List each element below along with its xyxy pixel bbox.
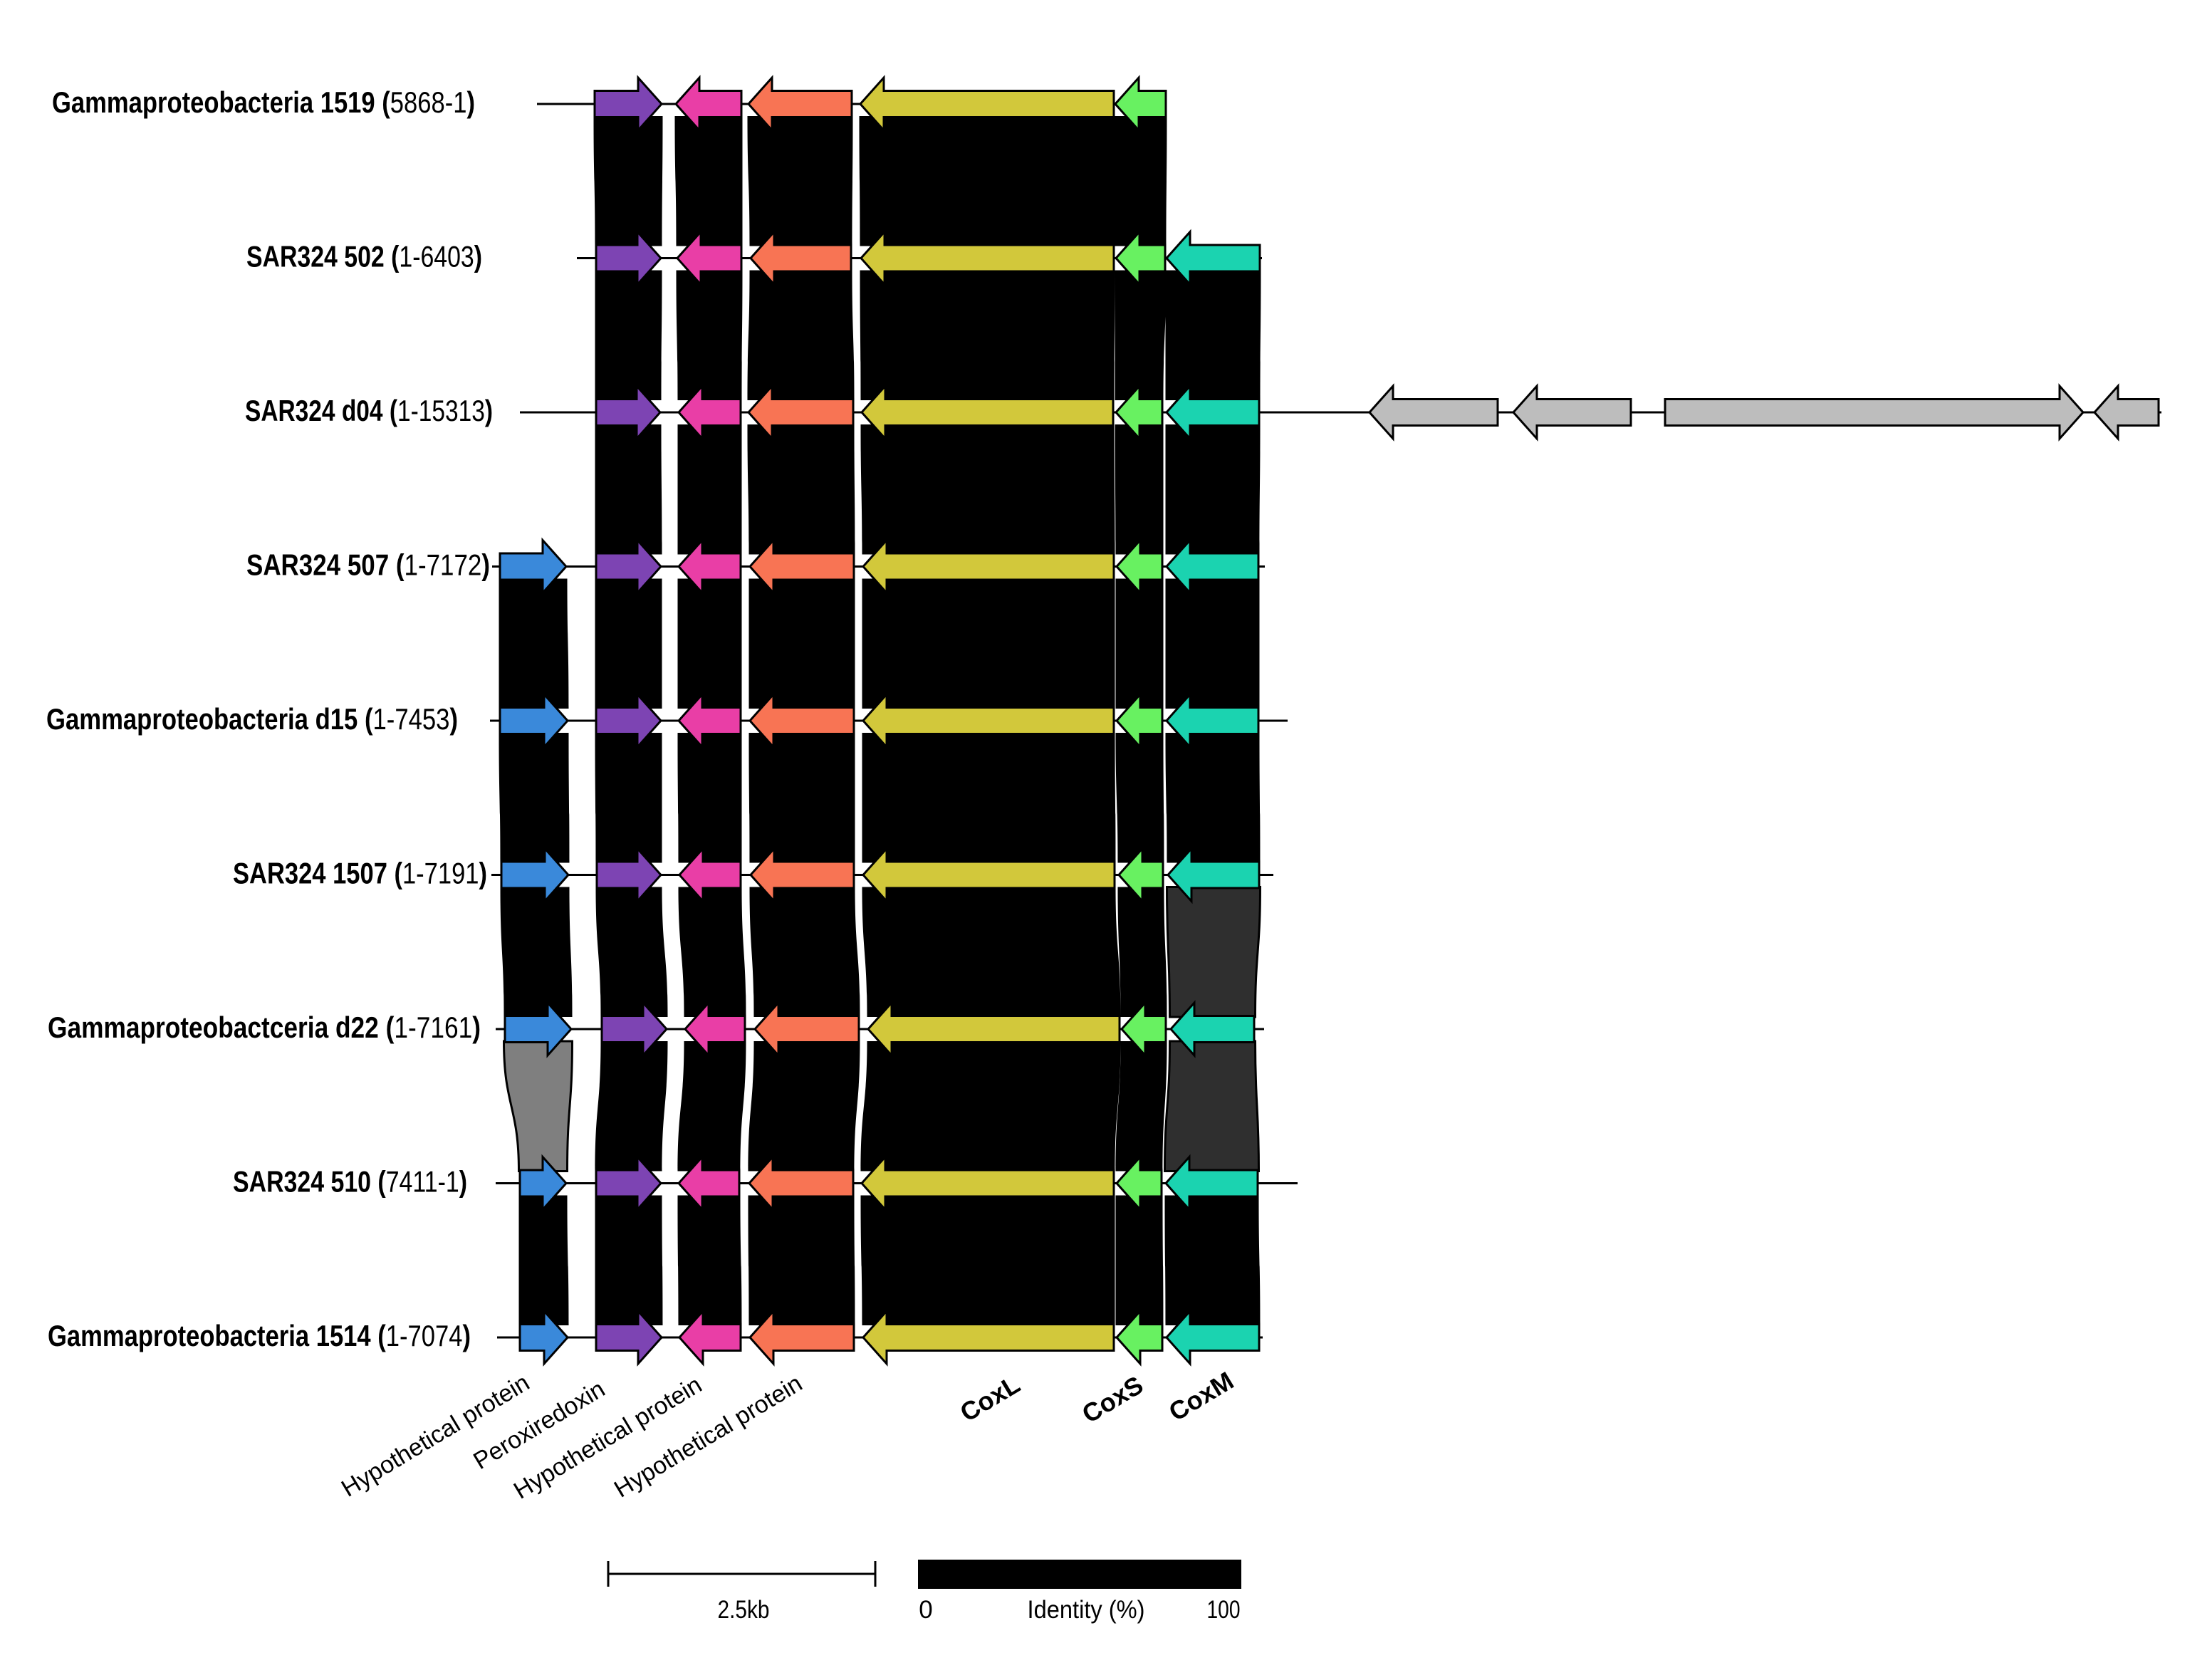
svg-text:SAR324 502 (1-6403): SAR324 502 (1-6403) xyxy=(246,240,482,273)
svg-text:SAR324 1507 (1-7191): SAR324 1507 (1-7191) xyxy=(233,857,487,890)
svg-text:SAR324 507 (1-7172): SAR324 507 (1-7172) xyxy=(246,548,490,582)
svg-text:Gammaproteobacteria d15 (1-745: Gammaproteobacteria d15 (1-7453) xyxy=(46,702,458,736)
svg-text:Gammaproteobacteria 1514 (1-70: Gammaproteobacteria 1514 (1-7074) xyxy=(48,1319,471,1352)
svg-text:2.5kb: 2.5kb xyxy=(718,1596,770,1624)
svg-text:Gammaproteobactceria d22 (1-71: Gammaproteobactceria d22 (1-7161) xyxy=(48,1011,481,1044)
svg-text:SAR324 510 (7411-1): SAR324 510 (7411-1) xyxy=(233,1165,467,1199)
svg-text:Identity (%): Identity (%) xyxy=(1028,1596,1145,1624)
svg-text:SAR324 d04 (1-15313): SAR324 d04 (1-15313) xyxy=(245,394,493,427)
svg-text:100: 100 xyxy=(1207,1596,1241,1624)
svg-text:Gammaproteobacteria 1519 (5868: Gammaproteobacteria 1519 (5868-1) xyxy=(52,85,475,119)
svg-text:0: 0 xyxy=(919,1596,932,1624)
